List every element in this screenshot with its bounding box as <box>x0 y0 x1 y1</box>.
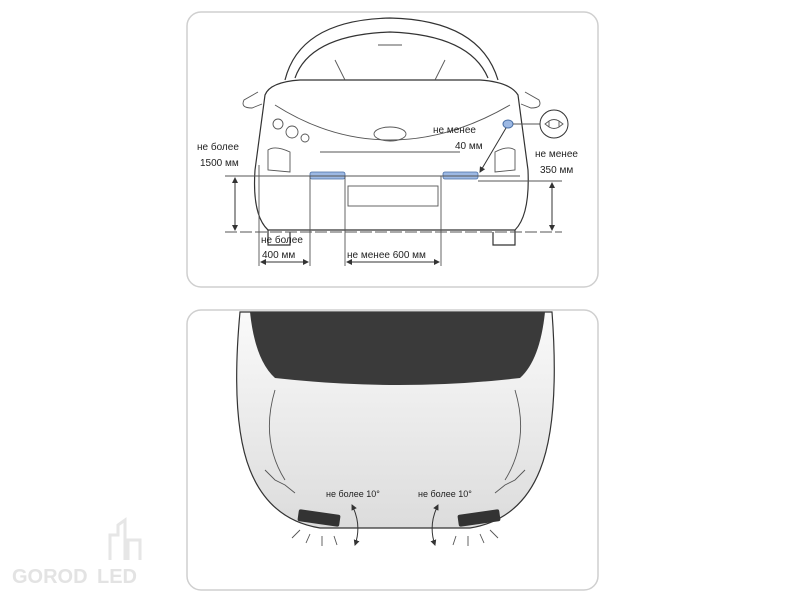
height-min-value: 350 мм <box>540 165 573 176</box>
right-drl-lamp <box>442 171 479 180</box>
gap-min-value: 40 мм <box>455 141 483 152</box>
edge-max-value: 400 мм <box>262 250 295 261</box>
logo-suffix: LED <box>97 566 137 588</box>
height-max-value: 1500 мм <box>200 158 239 169</box>
edge-max-label: не более <box>261 234 303 246</box>
drl-symbol-icon <box>539 109 569 139</box>
front-view-panel: не более 1500 мм не менее 40 мм не менее… <box>186 11 599 288</box>
left-drl-top <box>297 509 341 527</box>
angle-left-label: не более 10° <box>326 489 380 499</box>
left-drl-lamp <box>309 171 346 180</box>
dimension-lines <box>225 165 562 266</box>
height-min-label: не менее <box>535 149 578 160</box>
logo-text: GOROD <box>12 566 88 588</box>
gap-min-label: не менее <box>433 125 476 136</box>
spacing-min-label: не менее 600 мм <box>347 250 426 261</box>
height-max-label: не более <box>197 141 239 153</box>
indicator-lamp <box>502 119 514 129</box>
car-front-drawing <box>242 17 541 246</box>
right-drl-top <box>457 509 501 527</box>
angle-right-label: не более 10° <box>418 489 472 499</box>
windshield <box>250 312 545 385</box>
gorodled-logo: GOROD LED <box>12 517 142 588</box>
top-view-panel: не более 10° не более 10° <box>186 309 599 591</box>
